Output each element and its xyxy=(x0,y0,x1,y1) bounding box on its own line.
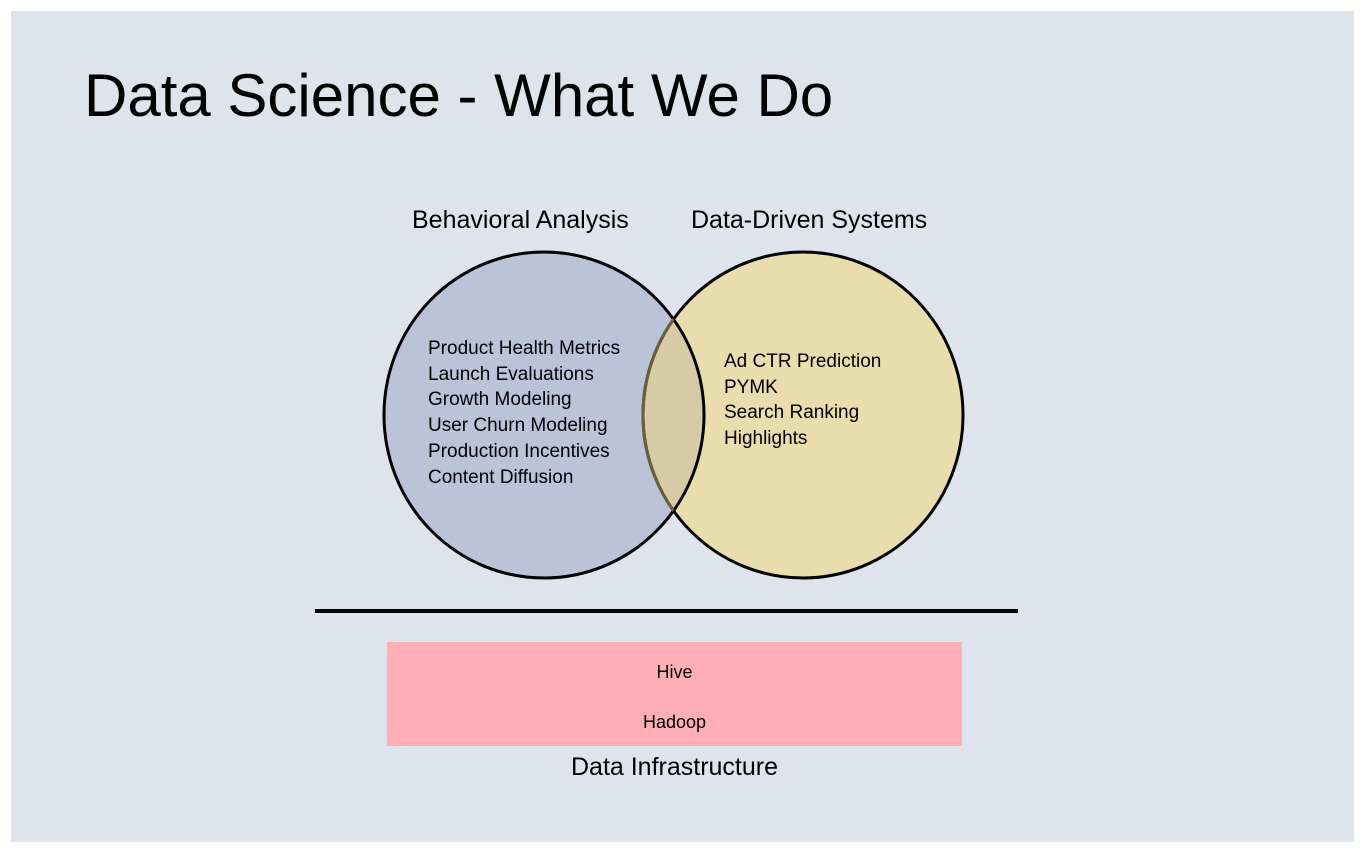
infra-layer-hive: Hive xyxy=(656,662,693,682)
overlap-outline xyxy=(641,252,704,578)
behavioral-analysis-circle-outline xyxy=(382,250,706,580)
slide-title: Data Science - What We Do xyxy=(84,62,834,129)
infra-layer-hadoop: Hadoop xyxy=(642,712,707,732)
behavioral-analysis-label: Behavioral Analysis xyxy=(412,206,629,234)
list-item: Search Ranking xyxy=(724,402,860,424)
list-item: Growth Modeling xyxy=(428,389,572,411)
section-divider xyxy=(315,609,1018,613)
list-item: Highlights xyxy=(724,428,808,450)
behavioral-analysis-list: Product Health Metrics Launch Evaluation… xyxy=(428,336,620,490)
list-item: Content Diffusion xyxy=(428,466,574,488)
list-item: Launch Evaluations xyxy=(428,363,594,385)
behavioral-analysis-circle xyxy=(384,252,704,578)
list-item: Ad CTR Prediction xyxy=(724,351,882,372)
data-infrastructure-label: Data Infrastructure xyxy=(570,753,779,781)
list-item: User Churn Modeling xyxy=(428,415,608,437)
data-driven-systems-circle xyxy=(643,252,963,578)
data-driven-systems-list: Ad CTR Prediction PYMK Search Ranking Hi… xyxy=(724,349,881,452)
list-item: Production Incentives xyxy=(428,440,610,462)
list-item: Product Health Metrics xyxy=(428,338,621,359)
list-item: PYMK xyxy=(724,376,778,398)
data-driven-systems-label: Data-Driven Systems xyxy=(691,206,928,234)
data-infrastructure-box: Hive Hadoop xyxy=(387,642,962,746)
